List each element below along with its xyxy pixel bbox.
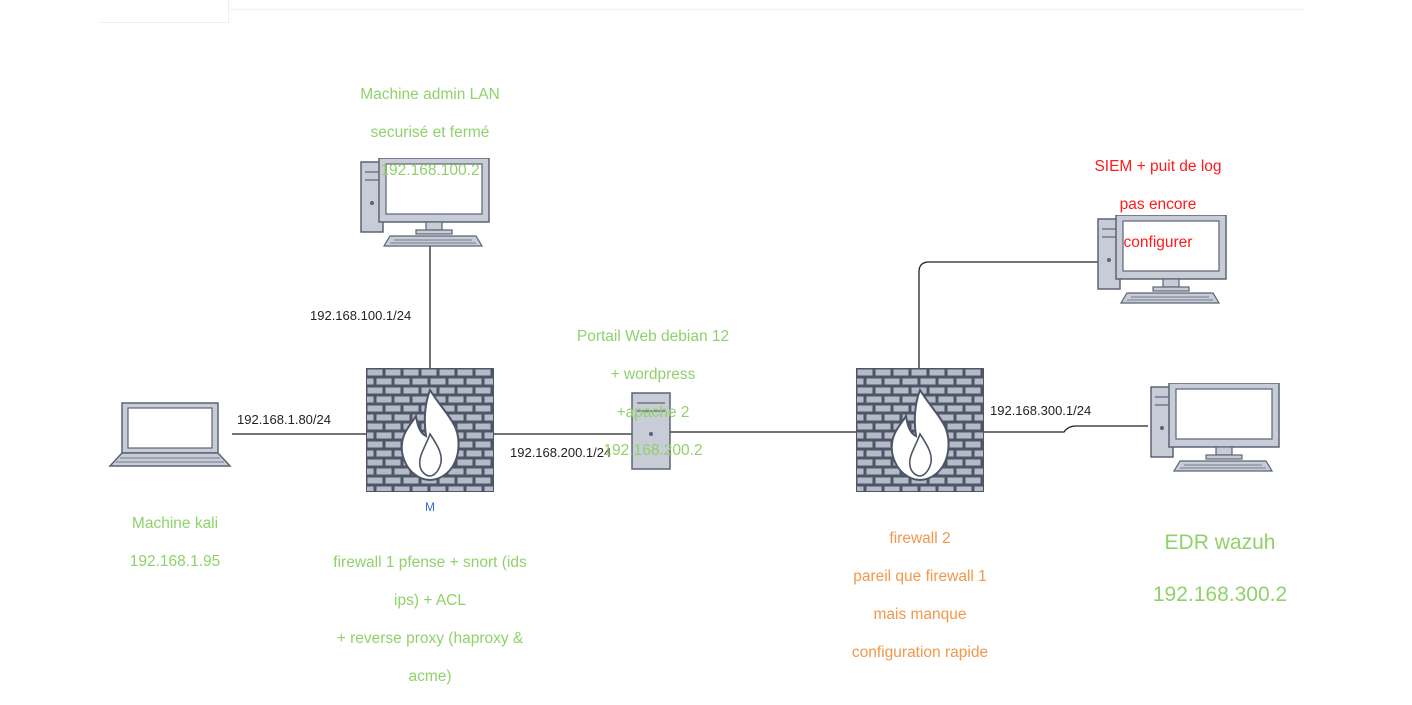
network-diagram: M <box>109 158 1280 514</box>
kali-laptop-icon <box>109 402 231 467</box>
firewall2-icon <box>856 368 984 492</box>
edr-desktop-icon <box>1150 383 1280 472</box>
links <box>232 245 1148 435</box>
admin-machine-label: Machine admin LAN securisé et fermé 192.… <box>320 66 540 199</box>
firewall1-label-line: ips) + ACL <box>394 592 466 609</box>
firewall1-label-line: firewall 1 pfense + snort (ids <box>333 554 527 571</box>
firewall1-label-line: + reverse proxy (haproxy & <box>336 630 524 647</box>
siem-label-line: SIEM + puit de log <box>1094 158 1222 175</box>
link-firewall2-to-siem <box>918 261 1100 370</box>
kali-label-line: Machine kali <box>131 515 219 532</box>
link-firewall2-to-edr <box>980 425 1148 433</box>
siem-label: SIEM + puit de log pas encore configurer <box>1058 138 1258 271</box>
admin-label-line: securisé et fermé <box>370 124 490 141</box>
firewall1-marker: M <box>425 500 435 514</box>
firewall1-icon <box>366 368 494 492</box>
firewall2-label-line: configuration rapide <box>851 644 989 661</box>
kali-label-line: 192.168.1.95 <box>129 553 221 570</box>
edr-label: EDR wazuh 192.168.300.2 <box>1110 504 1330 634</box>
admin-label-line: 192.168.100.2 <box>380 162 480 179</box>
web-label-line: +apache 2 <box>616 404 690 421</box>
siem-label-line: configurer <box>1123 234 1193 251</box>
siem-label-line: pas encore <box>1119 196 1197 213</box>
firewall2-label: firewall 2 pareil que firewall 1 mais ma… <box>815 510 1025 681</box>
web-label-line: + wordpress <box>610 366 696 383</box>
firewall2-label-line: mais manque <box>873 606 967 623</box>
web-label-line: Portail Web debian 12 <box>576 328 730 345</box>
firewall2-label-line: pareil que firewall 1 <box>853 568 987 585</box>
firewall1-label: firewall 1 pfense + snort (ids ips) + AC… <box>300 534 560 705</box>
top-divider <box>228 9 1304 10</box>
ip-label-web-link: 192.168.200.1/24 <box>510 445 612 460</box>
web-portal-label: Portail Web debian 12 + wordpress +apach… <box>548 308 758 479</box>
kali-machine-label: Machine kali 192.168.1.95 <box>100 495 250 590</box>
edr-label-line: EDR wazuh <box>1164 531 1276 554</box>
admin-label-line: Machine admin LAN <box>360 86 500 103</box>
web-label-line: 192.168.200.2 <box>603 442 703 459</box>
edr-label-line: 192.168.300.2 <box>1152 583 1288 606</box>
firewall2-label-line: firewall 2 <box>889 530 951 547</box>
top-panel-edge <box>100 0 229 23</box>
ip-label-edr-link: 192.168.300.1/24 <box>990 403 1092 418</box>
ip-label-admin-link: 192.168.100.1/24 <box>310 308 412 323</box>
firewall1-label-line: acme) <box>408 668 452 685</box>
ip-label-kali-link: 192.168.1.80/24 <box>237 412 331 427</box>
